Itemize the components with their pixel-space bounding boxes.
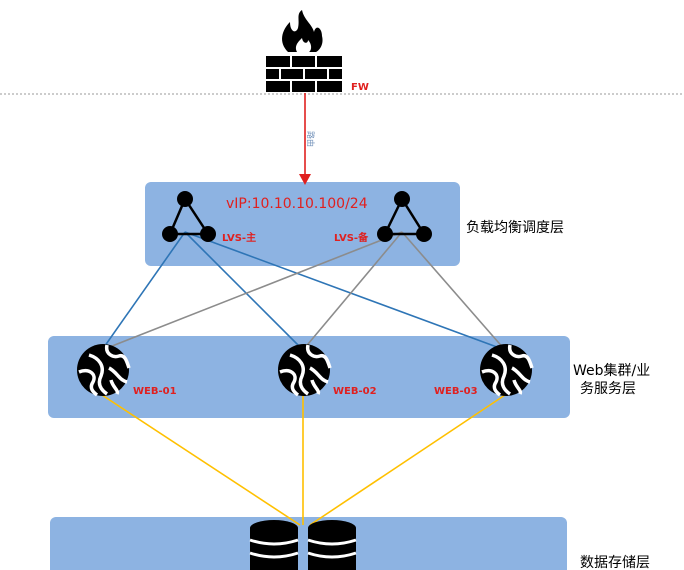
web03-globe-icon [478,342,534,398]
database-icon-left [249,520,299,570]
firewall-label: FW [351,82,369,93]
link-master-web03 [184,231,506,351]
storage-layer-label: 数据存储层 [580,555,650,570]
web02-globe-icon [276,342,332,398]
routing-arrowhead [299,174,311,185]
link-backup-web03 [401,231,506,351]
lb-layer-label: 负载均衡调度层 [466,220,564,236]
web01-label: WEB-01 [133,386,177,397]
lb-layer-panel [145,182,460,266]
web02-label: WEB-02 [333,386,377,397]
link-master-web01 [101,231,186,351]
web01-globe-icon [75,342,131,398]
firewall-icon [266,10,342,92]
web-layer-label-line1: Web集群/业 [573,362,650,379]
link-backup-web01 [101,231,403,351]
lvs-master-label: LVS-主 [222,231,256,244]
master-links [101,231,506,351]
link-web01-storage [101,394,301,526]
link-backup-web02 [302,231,403,351]
database-icon-right [307,520,357,570]
lvs-backup-label: LVS-备 [334,231,369,244]
web03-label: WEB-03 [434,386,478,397]
lvs-master-triangle-node-icon [162,191,216,242]
link-web03-storage [309,394,506,526]
routing-label: 路由 [306,131,316,147]
link-master-web02 [184,231,304,351]
web-layer-label-line2: 务服务层 [580,381,636,397]
lvs-backup-triangle-node-icon [377,191,432,242]
backup-links [101,231,506,351]
storage-links [101,394,506,526]
vip-address: vIP:10.10.10.100/24 [226,196,368,212]
